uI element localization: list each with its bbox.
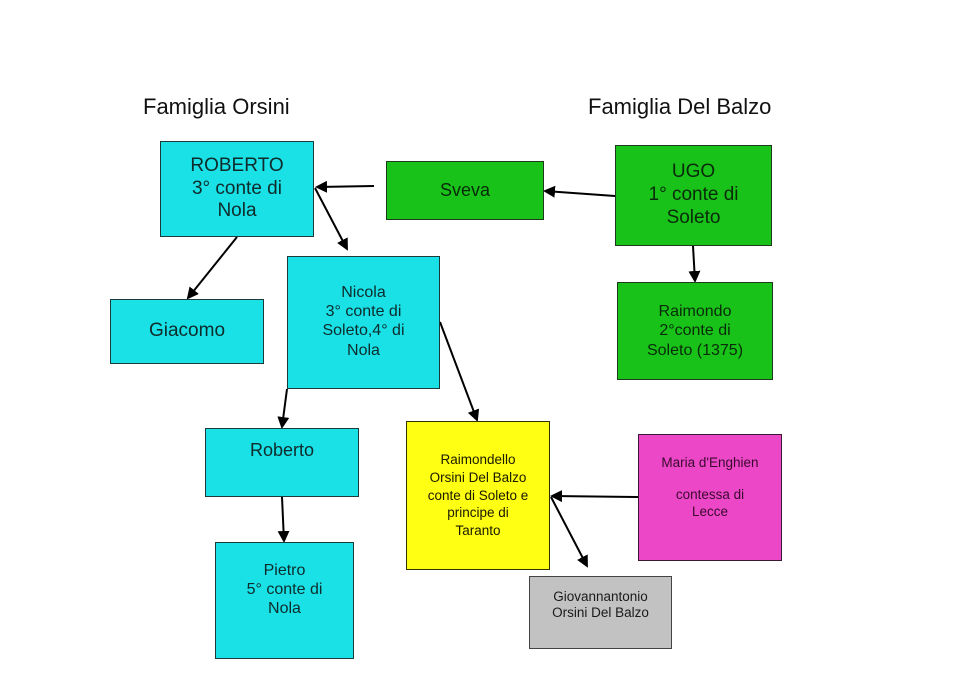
edge-nicola-to-roberto-jr xyxy=(277,388,290,429)
node-roberto-3-conte-di-nola: ROBERTO 3° conte di Nola xyxy=(160,141,314,237)
node-label: Giovannantonio Orsini Del Balzo xyxy=(552,589,649,621)
edge-roberto-jr-to-pietro xyxy=(277,496,290,543)
node-label: Raimondo 2°conte di Soleto (1375) xyxy=(646,303,744,359)
edge-sveva-to-roberto3 xyxy=(315,180,375,193)
node-ugo-1-conte-di-soleto: UGO 1° conte di Soleto xyxy=(615,145,772,246)
edge-maria-to-raimondello xyxy=(550,490,639,503)
family-title-del-balzo: Famiglia Del Balzo xyxy=(588,94,772,119)
node-roberto: Roberto xyxy=(205,428,359,497)
node-pietro: Pietro 5° conte di Nola xyxy=(215,542,354,659)
node-label: Maria d'Enghien contessa di Lecce xyxy=(661,455,759,519)
node-raimondo: Raimondo 2°conte di Soleto (1375) xyxy=(617,282,773,380)
node-giovannantonio: Giovannantonio Orsini Del Balzo xyxy=(529,576,672,649)
node-label: Giacomo xyxy=(148,320,226,342)
node-label: ROBERTO 3° conte di Nola xyxy=(190,154,284,222)
edge-nicola-to-raimondello xyxy=(439,321,480,422)
node-maria-d-enghien: Maria d'Enghien contessa di Lecce xyxy=(638,434,782,561)
node-nicola: Nicola 3° conte di Soleto,4° di Nola xyxy=(287,256,440,389)
edge-ugo-to-raimondo xyxy=(688,245,701,283)
node-label: Pietro 5° conte di Nola xyxy=(246,562,323,618)
node-label: Raimondello Orsini Del Balzo conte di So… xyxy=(427,451,529,539)
node-giacomo: Giacomo xyxy=(110,299,264,364)
node-label: UGO 1° conte di Soleto xyxy=(648,161,739,228)
node-label: Roberto xyxy=(249,440,315,460)
node-label: Nicola 3° conte di Soleto,4° di Nola xyxy=(322,284,405,359)
node-label: Sveva xyxy=(439,179,491,200)
node-raimondello: Raimondello Orsini Del Balzo conte di So… xyxy=(406,421,550,570)
edge-roberto3-to-giacomo xyxy=(186,236,238,300)
edge-raimondello-to-giovannantonio xyxy=(550,496,588,568)
family-title-orsini: Famiglia Orsini xyxy=(143,94,290,119)
node-sveva: Sveva xyxy=(386,161,544,220)
edge-roberto3-to-nicola xyxy=(314,187,348,251)
edge-ugo-to-sveva xyxy=(543,185,616,198)
